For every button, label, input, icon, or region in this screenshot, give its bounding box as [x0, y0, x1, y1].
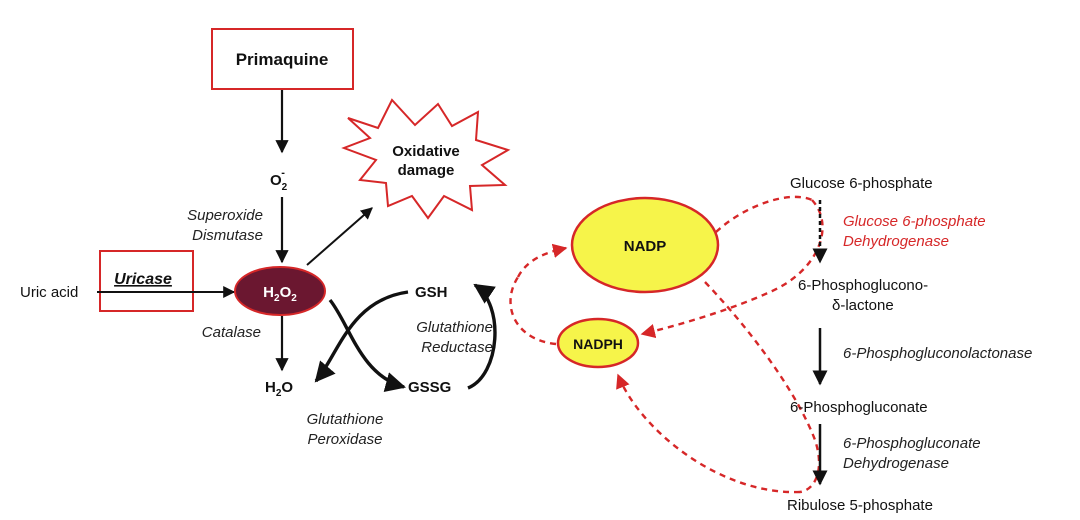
g6p-label: Glucose 6-phosphate	[790, 175, 933, 192]
uricase-box	[99, 250, 194, 312]
nadp-label: NADP	[624, 238, 667, 255]
gr-label-line1: Glutathione	[416, 319, 493, 336]
h2o2-to-gssg-arc	[328, 298, 406, 392]
nadph-to-gsh-dashed-arrow	[509, 276, 557, 346]
oxidative-damage-line1: Oxidative	[392, 143, 460, 160]
uric-acid-label: Uric acid	[20, 284, 78, 301]
gsh-to-water-arc	[314, 290, 409, 383]
gpx-label-line2: Peroxidase	[307, 431, 382, 448]
gpx-label-line1: Glutathione	[307, 411, 384, 428]
gssg-label: GSSG	[408, 379, 451, 396]
6pg-label: 6-Phosphogluconate	[790, 399, 928, 416]
nadph-node	[556, 317, 640, 369]
h2o2-to-damage-arrow	[306, 207, 373, 266]
gsh-to-nadp-dashed-arrow	[516, 243, 568, 278]
h2o2-node	[234, 266, 326, 316]
pgd-label-line2: Dehydrogenase	[843, 455, 949, 472]
g6pd-label-line1: Glucose 6-phosphate	[843, 213, 986, 230]
pgd-label-line1: 6-Phosphogluconate	[843, 435, 981, 452]
h2o2-label: H2O2	[263, 284, 297, 304]
superoxide-label: O2-	[270, 167, 288, 193]
gr-label-line2: Reductase	[421, 339, 493, 356]
oxidative-damage-starburst	[341, 98, 511, 220]
water-label: H2O	[265, 379, 293, 399]
sod-label-line1: Superoxide	[187, 207, 263, 224]
nadp-node	[570, 196, 720, 294]
gssg-to-gsh-arc	[467, 283, 497, 390]
lactone-label-line1: 6-Phosphoglucono-	[798, 277, 928, 294]
g6pd-to-nadph-dashed-arrow	[640, 199, 824, 339]
primaquine-box	[211, 28, 354, 90]
nadp-to-g6p-dashed-loop	[715, 195, 813, 233]
catalase-label: Catalase	[202, 324, 261, 341]
sod-label-line2: Dismutase	[192, 227, 263, 244]
nadph-label: NADPH	[573, 336, 623, 352]
nadp-to-pgd-dashed-loop	[704, 281, 821, 494]
lactonase-label: 6-Phosphogluconolactonase	[843, 345, 1032, 362]
uricase-label: Uricase	[114, 271, 172, 288]
lactone-label-line2: δ-lactone	[832, 297, 894, 314]
gsh-label: GSH	[415, 284, 448, 301]
ru5p-label: Ribulose 5-phosphate	[787, 497, 933, 514]
oxidative-damage-line2: damage	[398, 162, 455, 179]
g6pd-label-line2: Dehydrogenase	[843, 233, 949, 250]
primaquine-label: Primaquine	[236, 50, 329, 69]
pgd-to-nadph-dashed-arrow	[616, 373, 801, 494]
